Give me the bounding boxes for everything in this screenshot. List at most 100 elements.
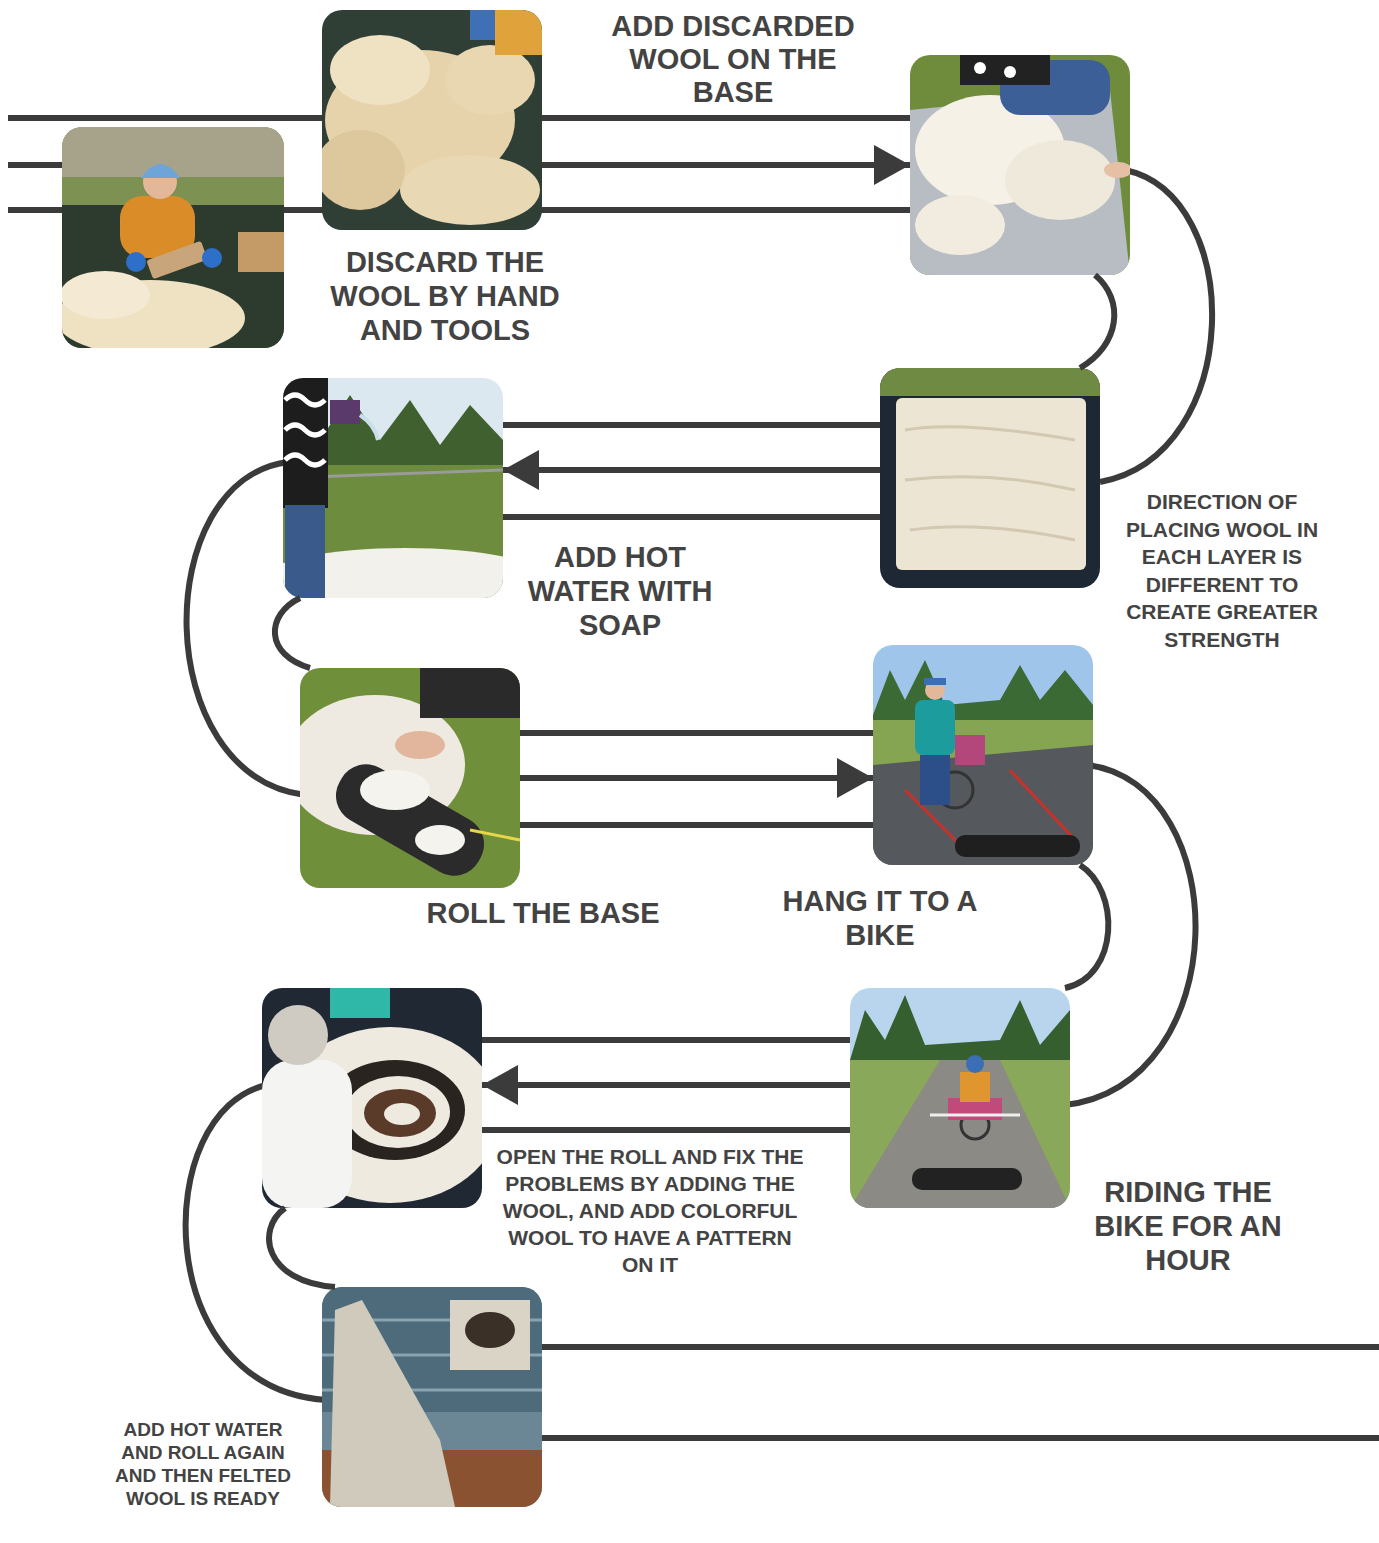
step-photo-frame: ADD HOT WATER WITH SOAP (283, 378, 503, 598)
wool (915, 195, 1005, 255)
arrow-head (874, 145, 910, 185)
step-caption: RIDING THE BIKE FOR AN HOUR (1076, 1175, 1301, 1277)
step-photo-frame: RIDING THE BIKE FOR AN HOUR (850, 988, 1070, 1208)
flow-connector (269, 1208, 335, 1287)
step-photo-frame: HANG IT TO A BIKE (873, 645, 1093, 865)
arrow-head (482, 1065, 518, 1105)
felt-pattern (465, 1312, 515, 1348)
arrow-head (503, 450, 539, 490)
felted-wool-photo (322, 1287, 542, 1507)
arm (420, 668, 520, 718)
flow-connector (542, 145, 910, 185)
patterned-shirt (283, 378, 328, 508)
person (495, 10, 542, 55)
connector-line (503, 467, 880, 473)
wool (322, 130, 405, 210)
top (960, 55, 1050, 85)
step-caption: OPEN THE ROLL AND FIX THE PROBLEMS BY AD… (495, 1143, 805, 1278)
tarp (880, 368, 1100, 588)
hand (395, 731, 445, 759)
jeans (285, 505, 325, 598)
cap (966, 1055, 984, 1073)
pattern (974, 62, 986, 74)
step-caption: DISCARD THE WOOL BY HAND AND TOOLS (310, 245, 580, 347)
connector-line (1065, 865, 1108, 988)
flow-connector (503, 450, 880, 490)
grey-hair (268, 1005, 328, 1065)
connector-line (542, 162, 910, 168)
flow-connector (482, 1065, 850, 1105)
wool (415, 825, 465, 855)
road-line (475, 1127, 860, 1133)
wool (445, 45, 535, 115)
wool (330, 35, 430, 105)
cap (924, 678, 946, 685)
connector-line (1080, 275, 1114, 368)
felt-rug (450, 1300, 530, 1370)
road (850, 1060, 1070, 1208)
step-caption: ADD HOT WATER AND ROLL AGAIN AND THEN FE… (103, 1418, 303, 1510)
headscarf (141, 164, 180, 178)
field (873, 720, 1093, 865)
wool-fibres (905, 427, 1075, 540)
flow-connector (1080, 275, 1114, 368)
carder (146, 241, 207, 280)
flow-connector (275, 598, 310, 668)
trees (873, 660, 1093, 730)
wool-roll (912, 1168, 1022, 1190)
bike-hitch-photo (873, 645, 1093, 865)
trousers (920, 755, 950, 805)
road-line (475, 1037, 860, 1043)
pole (930, 1114, 1020, 1117)
step-caption: ADD DISCARDED WOOL ON THE BASE (588, 10, 878, 109)
road-line (510, 822, 880, 828)
grass (910, 55, 1130, 275)
field (850, 1060, 1070, 1208)
step-caption: DIRECTION OF PLACING WOOL IN EACH LAYER … (1122, 488, 1322, 653)
road-lines (8, 118, 1379, 1438)
room (322, 1287, 542, 1507)
bag (955, 735, 985, 765)
connector-line (269, 1208, 335, 1287)
wool (1005, 140, 1115, 220)
person (330, 988, 390, 1018)
wool-roll (326, 754, 495, 886)
sky (873, 645, 1093, 865)
road-line (490, 422, 890, 428)
wool-pile-photo (322, 10, 542, 230)
glove (202, 248, 222, 268)
person (470, 10, 495, 40)
shirt (960, 1072, 990, 1102)
connector-line (482, 1082, 850, 1088)
tarp (910, 90, 1130, 275)
felt-piece (330, 1300, 455, 1507)
trees (850, 995, 1070, 1070)
step-caption: ROLL THE BASE (383, 896, 703, 930)
glove (126, 252, 146, 272)
spiral (364, 1089, 436, 1137)
connector-line (275, 598, 310, 668)
pattern (1004, 66, 1016, 78)
laying-wool-photo (910, 55, 1130, 275)
crate (238, 232, 284, 272)
step-photo-frame: ROLL THE BASE (300, 668, 520, 888)
shirt-pattern (285, 395, 325, 465)
wool (360, 770, 430, 810)
spiral (346, 1076, 450, 1148)
wool-layer (896, 398, 1086, 570)
kettle (330, 400, 360, 424)
road-line (535, 1435, 1379, 1441)
pattern-photo (262, 988, 482, 1208)
step-photo-frame: DIRECTION OF PLACING WOOL IN EACH LAYER … (880, 368, 1100, 588)
grass (880, 368, 1100, 396)
sky (850, 988, 1070, 1208)
step-photo-frame: ADD HOT WATER AND ROLL AGAIN AND THEN FE… (322, 1287, 542, 1507)
carding-photo (62, 127, 284, 348)
layered-wool-photo (880, 368, 1100, 588)
backdrop (62, 127, 284, 177)
jacket (915, 700, 955, 755)
hot-water-photo (283, 378, 503, 598)
flow-connector (520, 758, 873, 798)
